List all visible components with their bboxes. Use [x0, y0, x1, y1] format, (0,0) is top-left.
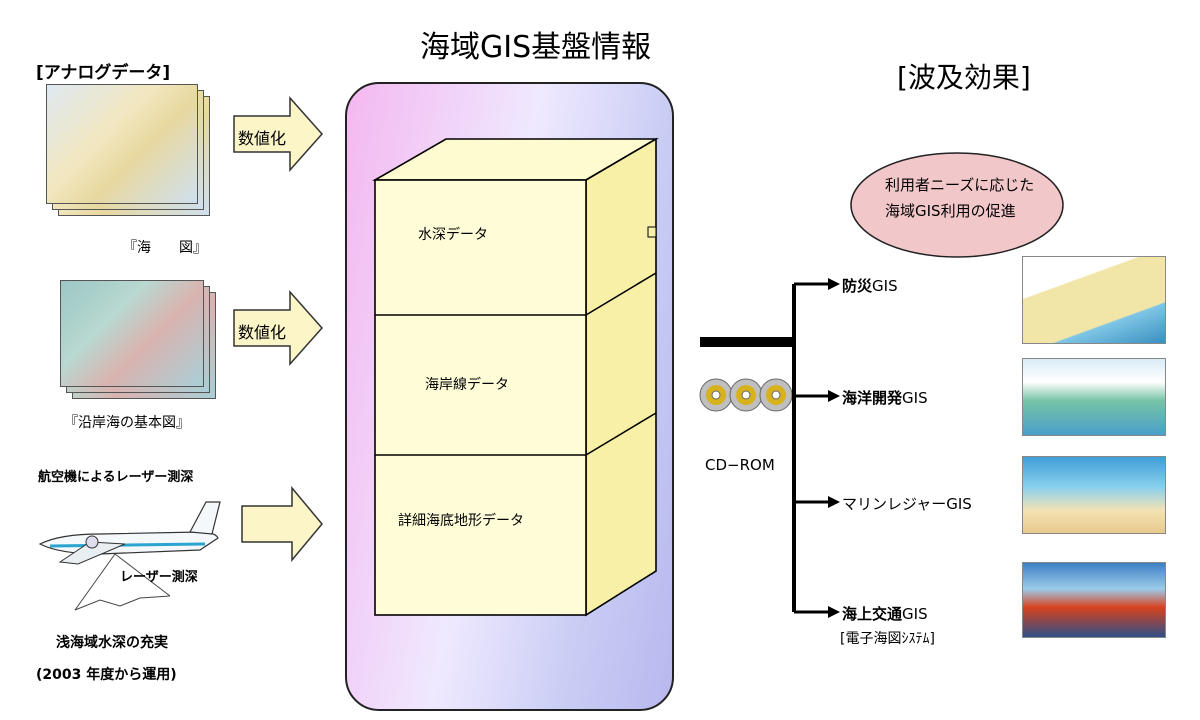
layer-seabed-data: 詳細海底地形データ — [398, 513, 524, 529]
digitize-arrow-1 — [233, 96, 324, 172]
digitize-arrow-2 — [233, 290, 324, 366]
airplane-icon — [38, 501, 221, 611]
ellipse-line-1: 利用者ニーズに応じた — [885, 176, 1035, 194]
laser-arrow — [241, 486, 323, 562]
ocean-dev-gis-image — [1022, 358, 1166, 436]
ecdis-label: [電子海図ｼｽﾃﾑ] — [840, 631, 935, 647]
connector-bar — [700, 337, 792, 347]
ellipse-text: 利用者ニーズに応じた 海域GIS利用の促進 — [885, 172, 1034, 224]
layer-depth-data: 水深データ — [418, 227, 488, 243]
page-title: 海域GIS基盤情報 — [420, 30, 652, 65]
branch-ocean-dev-rest: GIS — [902, 389, 928, 407]
nautical-chart-image — [46, 84, 198, 204]
branch-maritime-traffic-rest: GIS — [902, 605, 928, 623]
laser-label: レーザー測深 — [120, 570, 198, 585]
branch-marine-leisure-rest: マリンレジャーGIS — [842, 495, 972, 513]
branch-ocean-dev-bold: 海洋開発 — [842, 389, 903, 407]
data-cube — [372, 137, 659, 617]
cdrom-icons — [699, 378, 793, 412]
digitize-label-2: 数値化 — [238, 323, 287, 342]
layer-coastline-data: 海岸線データ — [425, 377, 509, 393]
ellipse-line-2: 海域GIS利用の促進 — [885, 202, 1016, 220]
branch-ocean-dev-gis: 海洋開発GIS — [842, 387, 928, 408]
branch-marine-leisure-gis: マリンレジャーGIS — [842, 493, 972, 514]
shallow-label: 浅海域水深の充実 — [56, 635, 168, 651]
caption-nautical-chart: 『海 図』 — [123, 240, 207, 256]
branch-disaster-gis: 防災GIS — [842, 275, 898, 296]
disaster-gis-image — [1022, 256, 1166, 344]
effects-heading: [波及効果] — [897, 61, 1031, 94]
operation-label: (2003 年度から運用) — [36, 667, 177, 683]
branch-tree — [792, 278, 840, 618]
analog-heading: [アナログデータ] — [36, 63, 171, 83]
branch-disaster-rest: GIS — [872, 277, 898, 295]
caption-coastal-map: 『沿岸海の基本図』 — [64, 415, 190, 431]
promotion-ellipse — [850, 152, 1064, 258]
maritime-traffic-gis-image — [1022, 562, 1166, 638]
branch-disaster-bold: 防災 — [842, 277, 873, 295]
branch-maritime-traffic-gis: 海上交通GIS — [842, 603, 928, 624]
branch-maritime-traffic-bold: 海上交通 — [842, 605, 903, 623]
marine-leisure-gis-image — [1022, 456, 1166, 534]
laser-title: 航空機によるレーザー測深 — [38, 470, 194, 485]
digitize-label-1: 数値化 — [238, 129, 287, 148]
coastal-map-image — [60, 280, 204, 387]
cdrom-label: CD−ROM — [705, 456, 775, 474]
